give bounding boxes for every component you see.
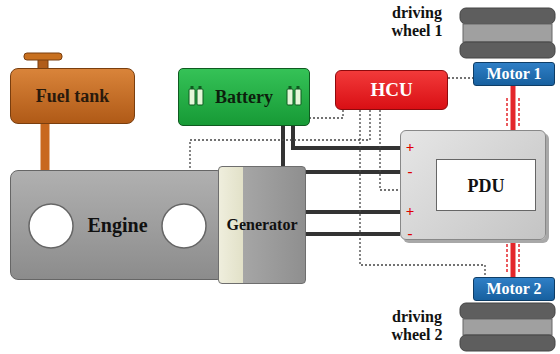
fuel-pipe <box>41 124 50 170</box>
tyre-band <box>460 42 555 58</box>
tyre-band <box>463 319 552 335</box>
node-label: Battery <box>215 87 273 108</box>
engine-box: Engine <box>10 170 225 280</box>
node-label: Engine <box>87 214 147 237</box>
control-line <box>448 77 473 78</box>
generator-box: Generator <box>218 166 306 284</box>
tyre-band <box>460 8 555 24</box>
node-label: Generator <box>226 216 297 234</box>
power-cable <box>293 126 400 148</box>
shaft-dash <box>518 98 520 126</box>
wheel-2 <box>460 303 555 351</box>
motor-box: Motor 2 <box>473 277 555 301</box>
shaft-dash <box>506 98 508 126</box>
tyre-band <box>460 335 555 351</box>
cell-terminal <box>191 86 194 89</box>
node-label: Motor 2 <box>486 280 541 298</box>
shaft-dash <box>518 244 520 272</box>
hcu-box: HCU <box>335 70 448 110</box>
power-cable <box>306 232 400 236</box>
battery-cell <box>189 89 195 105</box>
tyre-band <box>463 24 552 42</box>
cell-terminal <box>199 86 202 89</box>
node-label: Motor 1 <box>486 65 541 83</box>
cylinder-circle <box>162 204 206 248</box>
cell-terminal <box>289 86 292 89</box>
control-line <box>310 110 343 118</box>
node-label: PDU <box>436 159 536 211</box>
battery-box: Battery <box>178 68 310 126</box>
wheel-label: driving wheel 2 <box>376 308 458 345</box>
battery-cell <box>295 89 301 105</box>
node-label: HCU <box>370 79 412 101</box>
shaft-dash <box>506 244 508 272</box>
battery-cell <box>197 89 203 105</box>
drive-link <box>511 240 516 277</box>
node-label: Fuel tank <box>36 86 110 107</box>
cylinder-circle <box>29 204 73 248</box>
wheel-label: driving wheel 1 <box>376 4 458 41</box>
battery-cell <box>287 89 293 105</box>
cell-terminal <box>297 86 300 89</box>
motor-box: Motor 1 <box>473 62 555 86</box>
control-line <box>380 110 400 190</box>
pdu-box: PDU <box>400 130 546 240</box>
tank-cap <box>24 53 62 60</box>
tyre-band <box>460 303 555 319</box>
power-cable <box>306 210 400 214</box>
wheel-1 <box>460 8 555 58</box>
drive-link <box>511 86 516 130</box>
fuel-tank-box: Fuel tank <box>10 68 135 124</box>
